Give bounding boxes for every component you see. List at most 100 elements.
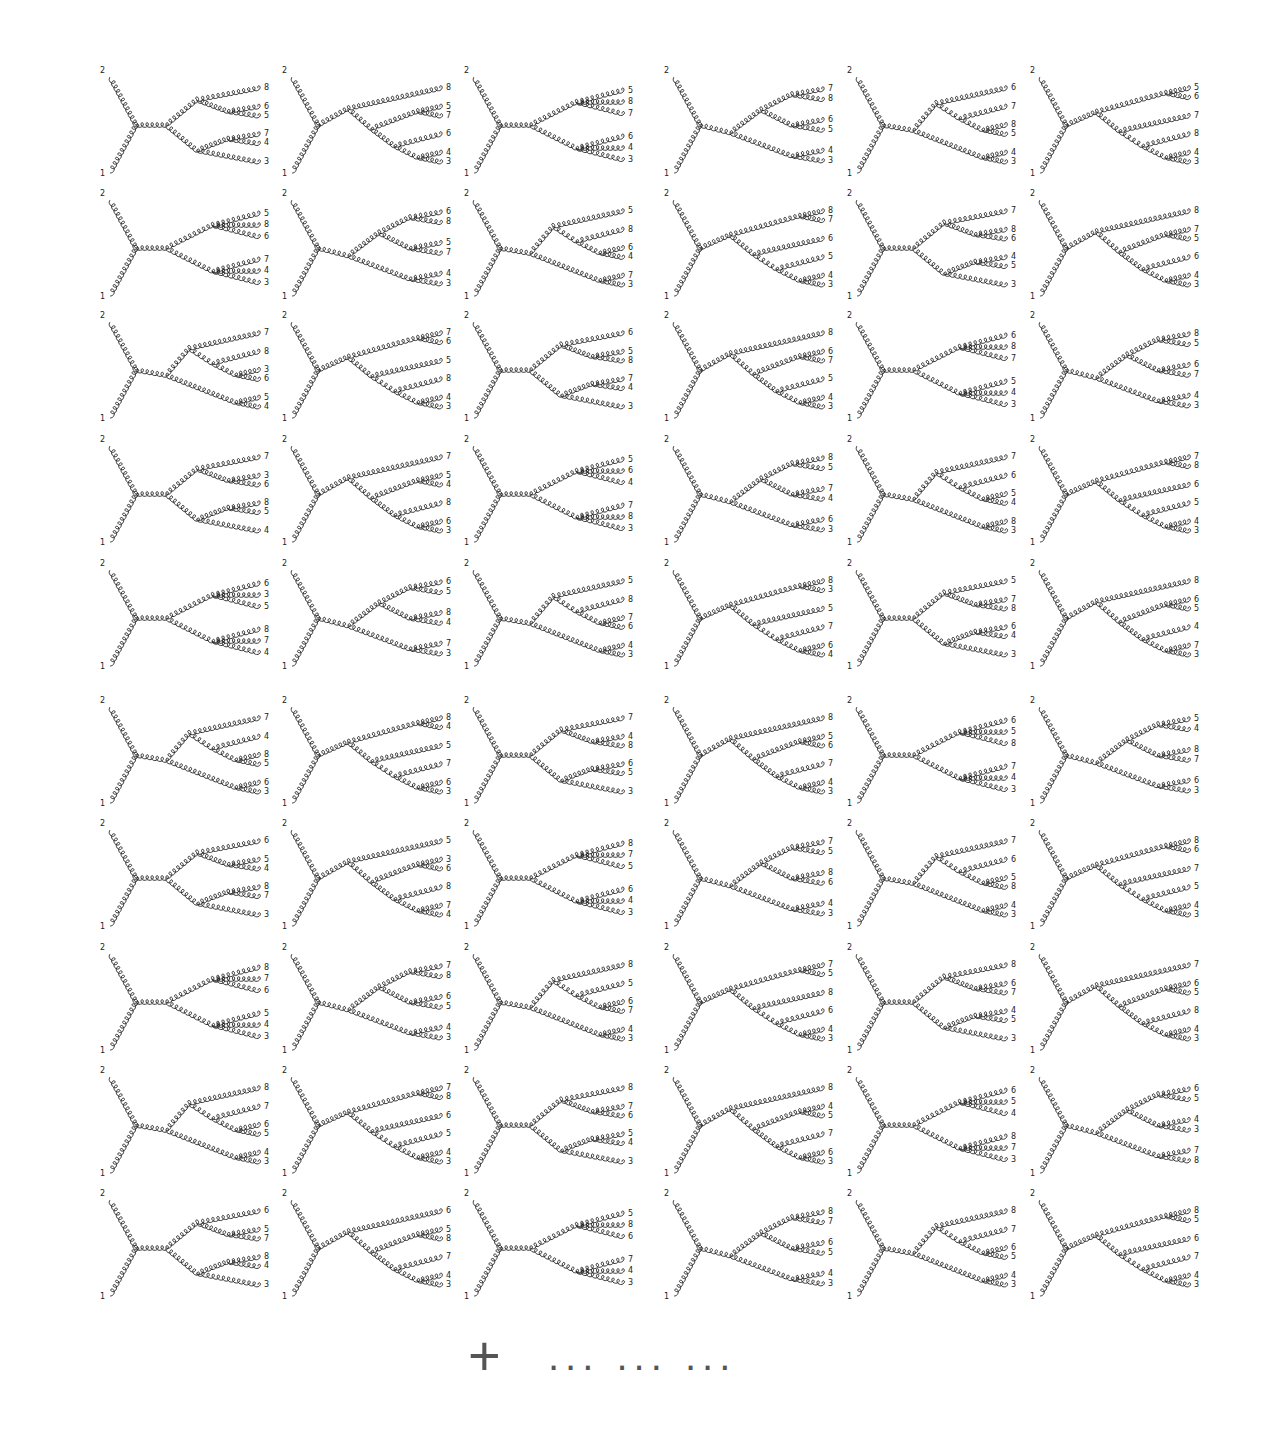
gluon-propagator (857, 1245, 885, 1296)
gluon-propagator (110, 752, 138, 803)
gluon-propagator (235, 758, 261, 766)
gluon-propagator (959, 871, 985, 884)
leg-number: 5 (828, 1111, 833, 1120)
gluon-propagator (1127, 1110, 1160, 1127)
gluon-propagator (730, 107, 763, 133)
leg-number: 1 (464, 799, 469, 808)
leg-number: 4 (446, 480, 451, 489)
leg-number: 2 (100, 559, 105, 568)
leg-number: 5 (828, 732, 833, 741)
gluon-propagator (730, 605, 756, 626)
gluon-propagator (530, 755, 564, 782)
gluon-propagator (576, 981, 624, 997)
gluon-propagator (791, 124, 824, 132)
leg-number: 3 (1194, 280, 1199, 289)
leg-number: 7 (446, 639, 451, 648)
leg-number: 1 (100, 922, 105, 931)
gluon-propagator (1142, 1009, 1190, 1025)
gluon-propagator (1165, 1209, 1190, 1218)
leg-number: 1 (100, 662, 105, 671)
gluon-propagator (417, 863, 443, 871)
gluon-propagator (883, 493, 915, 502)
gluon-propagator (291, 322, 321, 372)
leg-number: 6 (1194, 845, 1199, 854)
gluon-propagator (856, 1200, 886, 1250)
leg-number: 1 (100, 799, 105, 808)
gluon-propagator (791, 1216, 824, 1224)
gluon-propagator (799, 740, 825, 748)
leg-number: 7 (264, 636, 269, 645)
gluon-propagator (674, 491, 702, 542)
leg-number: 2 (664, 696, 669, 705)
gluon-propagator (553, 963, 624, 982)
leg-number: 2 (1030, 1066, 1035, 1075)
gluon-propagator (394, 132, 442, 148)
gluon-propagator (417, 786, 443, 794)
leg-number: 6 (628, 622, 633, 631)
leg-number: 3 (628, 908, 633, 917)
gluon-propagator (110, 999, 138, 1050)
leg-number: 6 (1011, 234, 1016, 243)
leg-number: 5 (446, 356, 451, 365)
gluon-propagator (944, 223, 977, 237)
leg-number: 8 (264, 1083, 269, 1092)
gluon-propagator (417, 1150, 442, 1159)
gluon-propagator (857, 875, 885, 926)
gluon-propagator (1127, 722, 1160, 741)
gluon-propagator (530, 1007, 602, 1036)
gluon-propagator (576, 147, 624, 161)
leg-number: 8 (1011, 1206, 1016, 1215)
gluon-propagator (212, 594, 260, 608)
leg-number: 8 (446, 1092, 451, 1101)
leg-number: 7 (628, 501, 633, 510)
gluon-propagator (371, 1251, 397, 1270)
gluon-propagator (982, 156, 1008, 164)
leg-number: 3 (264, 157, 269, 166)
gluon-propagator (1165, 845, 1191, 853)
gluon-propagator (1040, 245, 1068, 296)
gluon-propagator (944, 642, 1008, 657)
leg-number: 8 (1194, 206, 1199, 215)
gluon-propagator (674, 122, 702, 173)
leg-number: 6 (1194, 595, 1199, 604)
gluon-propagator (348, 839, 442, 863)
leg-number: 6 (628, 885, 633, 894)
leg-number: 5 (1011, 1015, 1016, 1024)
gluon-propagator (1119, 251, 1145, 270)
gluon-propagator (530, 593, 555, 623)
gluon-propagator (109, 954, 139, 1004)
leg-number: 5 (1011, 489, 1016, 498)
gluon-propagator (936, 455, 1007, 474)
gluon-propagator (599, 999, 624, 1008)
gluon-propagator (371, 128, 397, 147)
leg-number: 3 (264, 590, 269, 599)
gluon-propagator (799, 395, 824, 404)
leg-number: 4 (628, 478, 633, 487)
leg-number: 6 (1194, 1084, 1199, 1093)
gluon-propagator (673, 1077, 703, 1127)
gluon-propagator (394, 391, 420, 404)
gluon-propagator (753, 1109, 801, 1130)
gluon-propagator (883, 877, 915, 886)
gluon-propagator (673, 322, 703, 372)
leg-number: 2 (464, 559, 469, 568)
leg-number: 8 (628, 595, 633, 604)
leg-number: 5 (1011, 727, 1016, 736)
leg-number: 7 (446, 1083, 451, 1092)
gluon-propagator (730, 860, 763, 886)
gluon-propagator (883, 753, 915, 758)
gluon-propagator (982, 1273, 1007, 1282)
leg-number: 4 (828, 146, 833, 155)
gluon-propagator (982, 497, 1008, 505)
gluon-propagator (1119, 1236, 1190, 1255)
leg-number: 8 (264, 963, 269, 972)
leg-number: 5 (628, 768, 633, 777)
leg-number: 5 (1194, 1215, 1199, 1224)
leg-number: 4 (264, 402, 269, 411)
gluon-propagator (913, 499, 985, 528)
gluon-propagator (166, 1248, 200, 1275)
gluon-propagator (371, 478, 419, 499)
gluon-propagator (530, 253, 602, 282)
gluon-propagator (1165, 903, 1190, 912)
gluon-propagator (1096, 1213, 1167, 1236)
